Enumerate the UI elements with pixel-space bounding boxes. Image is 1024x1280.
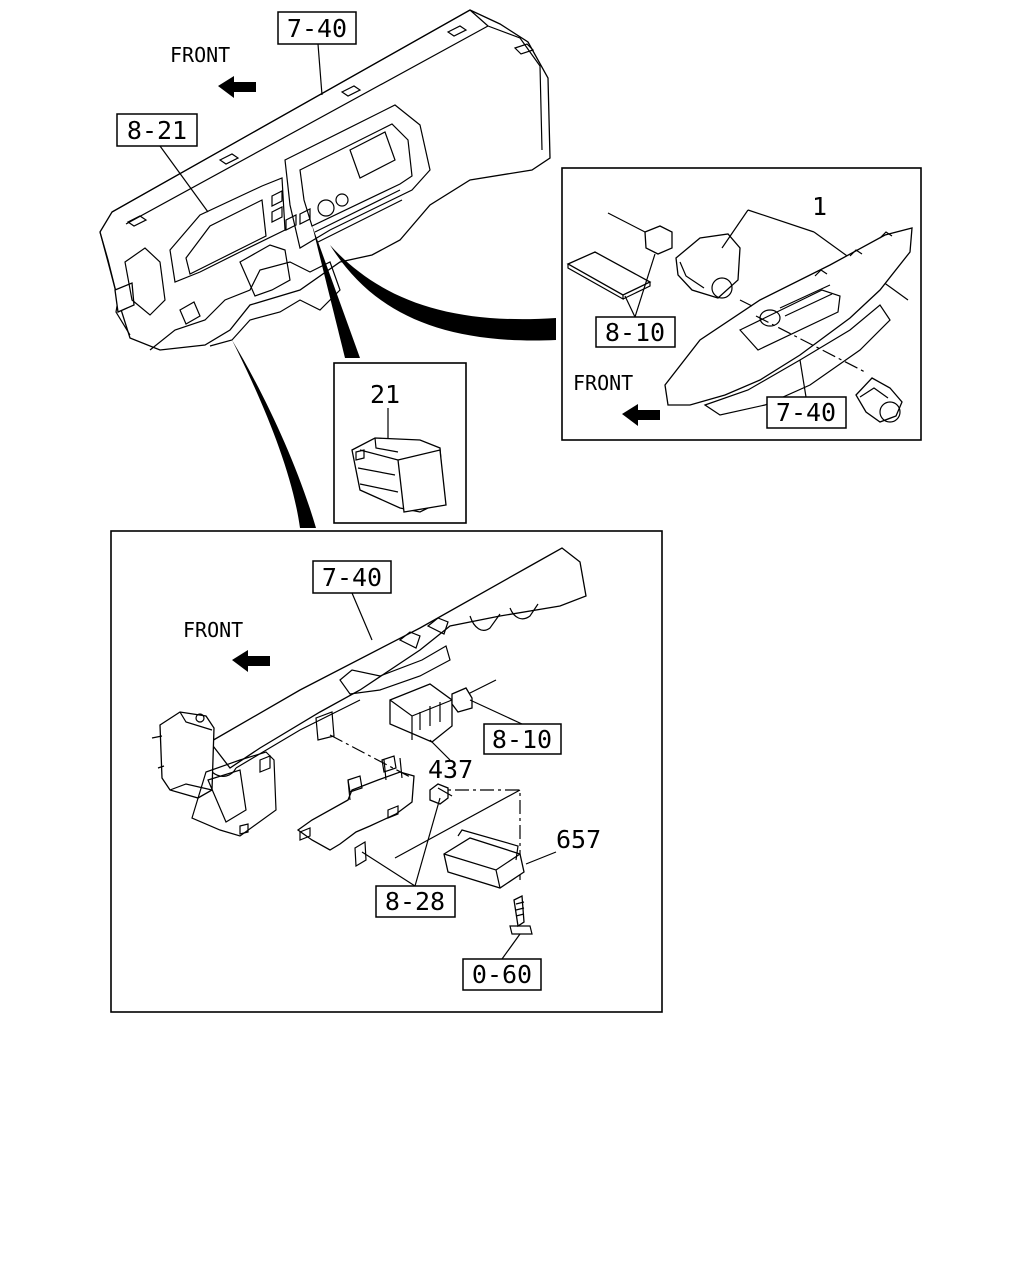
ref-box-8-21: 8-21 — [116, 113, 209, 213]
front-label-top: FRONT — [170, 43, 230, 67]
ref-text-8-10-bottom: 8-10 — [492, 725, 552, 754]
leader-wedges — [232, 225, 556, 528]
ref-text-8-10-right: 8-10 — [605, 318, 665, 347]
arrow-left-icon — [218, 76, 256, 98]
front-label-right-inset: FRONT — [573, 371, 633, 395]
inset-switch-21: 21 — [333, 362, 467, 524]
inset-cigar-lighter: 8-10 1 FRONT 7-40 — [561, 167, 922, 441]
ref-text-7-40-bottom: 7-40 — [322, 563, 382, 592]
arrow-left-icon — [622, 404, 660, 426]
part-number-21: 21 — [370, 380, 400, 409]
ref-text-8-21: 8-21 — [127, 116, 187, 145]
ref-box-7-40-top: 7-40 — [277, 11, 357, 96]
part-number-1: 1 — [812, 192, 827, 221]
front-arrow-top: FRONT — [170, 43, 256, 98]
inset-relay-bracket: 437 8-10 7-40 FRONT 657 0-60 — [110, 530, 663, 1013]
part-number-437: 437 — [428, 755, 473, 784]
dashboard-illustration — [99, 9, 551, 351]
arrow-left-icon — [232, 650, 270, 672]
ref-text-7-40-top: 7-40 — [287, 14, 347, 43]
ref-text-0-60: 0-60 — [472, 960, 532, 989]
front-label-bottom-inset: FRONT — [183, 618, 243, 642]
ref-text-8-28: 8-28 — [385, 887, 445, 916]
part-number-657: 657 — [556, 825, 601, 854]
ref-text-7-40-right: 7-40 — [776, 398, 836, 427]
